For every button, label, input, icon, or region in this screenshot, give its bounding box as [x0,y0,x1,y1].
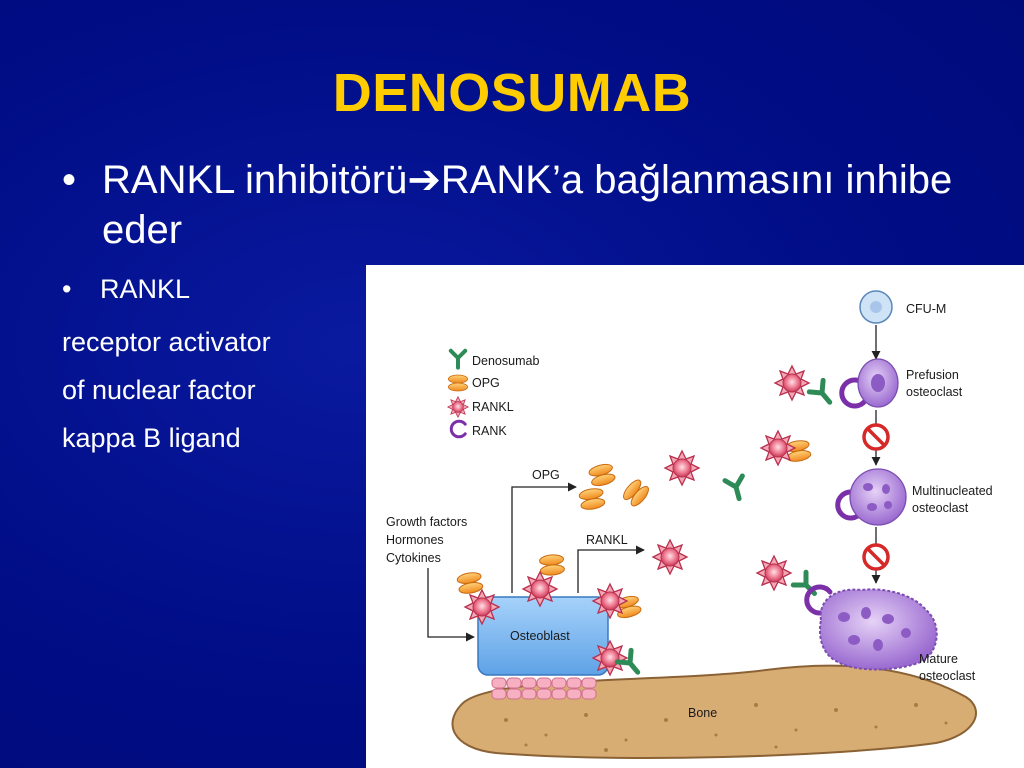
rankl-arrow-label: RANKL [586,533,628,547]
opg-molecule [620,476,652,510]
lining-cells [491,677,597,700]
rankl-molecule [760,430,796,466]
sub-bullet-text: RANKL [100,274,191,304]
opg-molecule [538,553,566,577]
rankl-description: receptor activator of nuclear factor kap… [62,318,271,462]
legend-rank: RANK [472,424,507,438]
mature-osteoclast [818,588,938,671]
multinucleated-osteoclast [849,468,907,526]
bone-texture [504,703,948,752]
rankl-molecule [756,555,792,591]
denosumab-molecule [617,650,644,678]
opg-icon [447,374,469,392]
prefusion-label-2: osteoclast [906,385,963,399]
main-bullet-text: RANKL inhibitörü➔RANK’a bağlanmasını inh… [102,158,953,252]
description-line-1: receptor activator [62,327,271,357]
legend-opg: OPG [472,376,500,390]
opg-arrow [511,482,577,593]
rankl-icon [447,396,469,418]
prefusion-label-1: Prefusion [906,368,959,382]
legend: Denosumab OPG RANKL RANK [447,351,539,439]
rankl-molecule [522,571,558,607]
opg-molecule [455,570,485,596]
opg-molecule [587,461,617,489]
mature-label-2: osteoclast [919,669,976,683]
rankl-molecule [592,640,628,676]
rankl-molecule [592,583,628,619]
description-line-3: kappa B ligand [62,423,241,453]
legend-denosumab: Denosumab [472,354,539,368]
bullet-dot: • [62,274,72,304]
denosumab-icon [451,351,465,368]
cfu-m-label: CFU-M [906,302,946,316]
bone-label: Bone [688,706,717,720]
input-arrow [427,568,475,642]
bullet-dot: • [62,158,77,202]
denosumab-molecule [725,476,748,501]
mature-label-1: Mature [919,652,958,666]
rankl-molecule [774,365,810,401]
opg-molecule [577,486,607,512]
osteoblast-label: Osteoblast [510,629,570,643]
description-line-2: of nuclear factor [62,375,256,405]
rankl-molecule [664,450,700,486]
rank-icon [449,419,467,439]
legend-rankl: RANKL [472,400,514,414]
blocked-icon [862,423,890,451]
denosumab-mechanism-diagram: Denosumab OPG RANKL RANK Bone [366,265,1024,768]
blocked-icon [862,543,890,571]
bone-shape [451,664,977,759]
input-hormones: Hormones [386,533,444,547]
diagram-svg: Denosumab OPG RANKL RANK Bone [386,290,993,759]
rankl-molecule [464,589,500,625]
rankl-molecule [652,539,688,575]
denosumab-molecule [809,380,836,408]
rankl-arrow [577,545,645,593]
input-growth-factors: Growth factors [386,515,467,529]
multinucleated-label-1: Multinucleated [912,484,993,498]
input-cytokines: Cytokines [386,551,441,565]
slide-title: DENOSUMAB [332,63,692,123]
multinucleated-label-2: osteoclast [912,501,969,515]
opg-arrow-label: OPG [532,468,560,482]
